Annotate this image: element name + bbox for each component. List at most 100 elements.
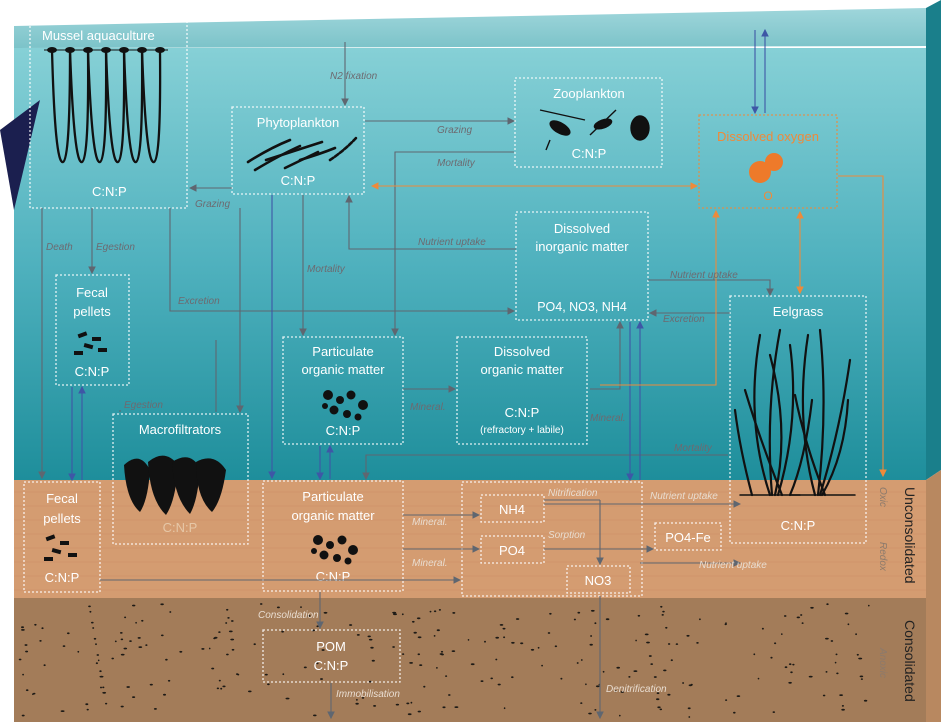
sediment-grain <box>418 711 421 713</box>
sediment-grain <box>454 706 458 708</box>
sediment-grain <box>682 682 684 684</box>
eelgrass-title: Eelgrass <box>773 304 824 319</box>
sediment-grain <box>504 707 506 709</box>
sediment-grain <box>656 698 659 700</box>
sediment-grain <box>100 676 104 678</box>
sediment-grain <box>229 631 233 633</box>
sediment-grain <box>26 689 29 691</box>
sediment-grain <box>802 622 804 624</box>
sediment-grain <box>503 636 505 638</box>
sediment-grain <box>500 624 504 626</box>
sediment-grain <box>357 634 360 636</box>
sediment-grain <box>645 634 649 636</box>
label-grazing-zoo: Grazing <box>437 125 472 136</box>
sediment-grain <box>160 603 164 605</box>
sediment-grain <box>417 617 421 619</box>
sediment-grain <box>633 670 637 672</box>
sediment-grain <box>129 640 132 642</box>
sediment-grain <box>22 715 25 717</box>
water-column <box>14 48 926 480</box>
sediment-grain <box>95 643 97 645</box>
layer-anoxic: Anoxic <box>877 647 888 678</box>
label-nutrient-uptake-sed1: Nutrient uptake <box>650 491 718 502</box>
sediment-grain <box>603 671 605 673</box>
sediment-grain <box>402 653 404 655</box>
sediment-grain <box>396 704 399 706</box>
sediment-grain <box>774 642 776 644</box>
label-nitrification: Nitrification <box>548 488 598 499</box>
sediment-grain <box>788 682 792 684</box>
sediment-grain <box>635 640 637 642</box>
sediment-grain <box>758 678 760 680</box>
sediment-grain <box>419 664 422 666</box>
sediment-grain <box>138 637 141 639</box>
pom-water-title1: Particulate <box>312 344 373 359</box>
sediment-grain <box>220 688 222 690</box>
sediment-grain <box>826 603 828 605</box>
label-sorption: Sorption <box>548 530 586 541</box>
sediment-grain <box>835 662 837 664</box>
sediment-grain <box>588 713 592 715</box>
label-nutrient-uptake-eel: Nutrient uptake <box>670 270 738 281</box>
sediment-grain <box>254 643 256 645</box>
consolidated-sediment <box>14 598 926 722</box>
sediment-grain <box>98 660 100 662</box>
sediment-grain <box>810 607 814 609</box>
sediment-grain <box>369 639 373 641</box>
sediment-grain <box>436 667 438 669</box>
label-nutrient-uptake-phyto: Nutrient uptake <box>418 237 486 248</box>
sediment-grain <box>111 658 114 660</box>
sediment-grain <box>217 688 219 690</box>
label-mortality-phyto: Mortality <box>307 264 346 275</box>
sediment-grain <box>660 709 663 711</box>
pom-water-ratio: C:N:P <box>326 423 361 438</box>
sediment-grain <box>281 631 284 633</box>
dim-title-line1: Dissolved <box>554 221 610 236</box>
sediment-grain <box>770 657 772 659</box>
sediment-grain <box>91 622 94 624</box>
sediment-grain <box>688 707 691 709</box>
label-denitrification: Denitrification <box>606 684 667 695</box>
dim-species: PO4, NO3, NH4 <box>537 300 627 314</box>
dim-title-line2: inorganic matter <box>535 239 629 254</box>
sediment-grain <box>96 662 98 664</box>
sediment-grain <box>452 650 456 652</box>
sediment-grain <box>441 651 443 653</box>
sediment-grain <box>668 643 670 645</box>
sediment-grain <box>232 649 235 651</box>
sediment-grain <box>452 612 455 614</box>
sediment-grain <box>773 711 776 713</box>
sediment-grain <box>115 641 117 643</box>
sediment-grain <box>495 659 497 661</box>
mussel-ratio: C:N:P <box>92 184 127 199</box>
sediment-grain <box>590 644 593 646</box>
sediment-grain <box>616 667 620 669</box>
sediment-grain <box>248 691 252 693</box>
layer-unconsolidated: Unconsolidated <box>902 487 918 584</box>
dom-ratio: C:N:P <box>505 405 540 420</box>
label-immobilisation: Immobilisation <box>336 689 400 700</box>
pom-water-title2: organic matter <box>301 362 385 377</box>
sediment-grain <box>868 605 870 607</box>
sediment-grain <box>373 705 376 707</box>
sediment-grain <box>841 709 845 711</box>
label-mortality-zoo: Mortality <box>437 158 476 169</box>
fecal-sed-title2: pellets <box>43 511 81 526</box>
label-mineral-dim: Mineral. <box>590 413 626 424</box>
sediment-grain <box>231 620 234 622</box>
sediment-grain <box>792 664 794 666</box>
label-excretion-eel: Excretion <box>663 314 705 325</box>
fecal-sed-ratio: C:N:P <box>45 570 80 585</box>
sediment-grain <box>179 651 182 653</box>
sediment-grain <box>132 696 135 698</box>
sediment-grain <box>19 659 22 661</box>
eelgrass-ratio: C:N:P <box>781 518 816 533</box>
sediment-grain <box>237 674 239 676</box>
fecal-sed-title1: Fecal <box>46 491 78 506</box>
sediment-grain <box>324 612 328 614</box>
no3-label: NO3 <box>585 573 612 588</box>
sediment-grain <box>370 647 373 649</box>
sediment-grain <box>606 618 610 620</box>
fecal-water-ratio: C:N:P <box>75 364 110 379</box>
sediment-grain <box>649 655 652 657</box>
